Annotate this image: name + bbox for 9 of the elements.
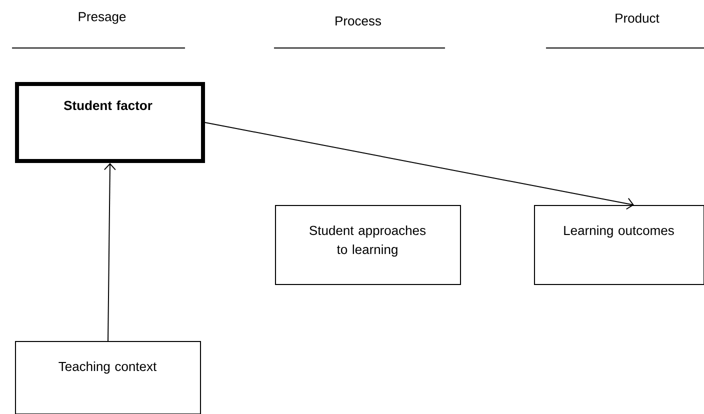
column-heading: Product (616, 13, 660, 23)
process-box: Student approaches to learning (275, 205, 461, 285)
process-box: Teaching context (15, 341, 201, 414)
process-box: Student factor (15, 82, 205, 163)
process-box: Learning outcomes (534, 205, 704, 285)
column-heading: Process (336, 16, 382, 26)
arrow (204, 122, 634, 210)
arrow (104, 163, 116, 342)
column-heading: Presage (78, 12, 126, 24)
